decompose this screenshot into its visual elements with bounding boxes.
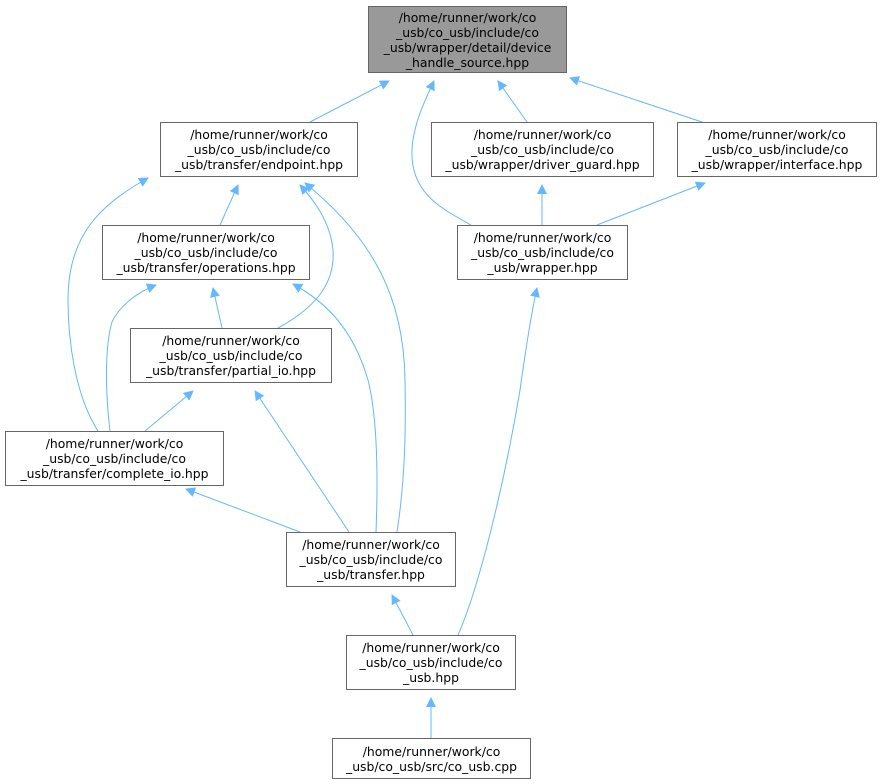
node-transfer-endpoint[interactable]: /home/runner/work/co _usb/co_usb/include… bbox=[160, 122, 358, 177]
node-transfer-complete-io[interactable]: /home/runner/work/co _usb/co_usb/include… bbox=[5, 431, 224, 486]
node-line: /home/runner/work/co bbox=[362, 640, 500, 655]
node-line: _usb/wrapper/driver_guard.hpp bbox=[445, 157, 640, 172]
node-line: _usb/co_usb/include/co bbox=[471, 142, 614, 157]
node-line: _usb/co_usb/src/co_usb.cpp bbox=[346, 758, 517, 774]
edge-transfer-to-complete_io bbox=[185, 487, 301, 533]
node-line: /home/runner/work/co bbox=[398, 9, 537, 25]
node-line: /home/runner/work/co bbox=[473, 230, 612, 245]
node-line: _usb/co_usb/include/co bbox=[159, 348, 303, 363]
node-transfer-operations[interactable]: /home/runner/work/co _usb/co_usb/include… bbox=[102, 225, 310, 280]
node-line: _usb/co_usb/include/co bbox=[359, 655, 503, 670]
edge-partial_io-to-operations bbox=[210, 287, 223, 329]
edge-interface-to-device_handle_source bbox=[569, 76, 703, 123]
node-line: _usb/transfer.hpp bbox=[317, 567, 425, 582]
node-line: _usb/transfer/endpoint.hpp bbox=[174, 157, 344, 172]
node-line: /home/runner/work/co bbox=[708, 127, 846, 142]
edge-complete_io-to-partial_io bbox=[144, 390, 194, 432]
edge-operations-to-endpoint bbox=[219, 184, 239, 226]
edge-wrapper-to-interface bbox=[596, 181, 706, 226]
edge-wrapper-to-device_handle_source bbox=[411, 80, 472, 226]
node-line: _usb/wrapper.hpp bbox=[487, 260, 598, 275]
node-line: /home/runner/work/co bbox=[45, 436, 184, 451]
node-line: _usb/co_usb/include/co bbox=[396, 24, 539, 40]
node-line: _usb/co_usb/include/co bbox=[43, 451, 186, 466]
node-line: _usb/transfer/operations.hpp bbox=[116, 260, 296, 275]
node-transfer[interactable]: /home/runner/work/co _usb/co_usb/include… bbox=[286, 532, 456, 587]
edge-driver_guard-to-device_handle_source bbox=[497, 80, 528, 123]
node-line: _usb.hpp bbox=[403, 670, 459, 685]
node-line: _usb/co_usb/include/co bbox=[471, 245, 614, 260]
node-line: /home/runner/work/co bbox=[162, 333, 300, 348]
node-wrapper-driver-guard[interactable]: /home/runner/work/co _usb/co_usb/include… bbox=[431, 122, 654, 177]
node-wrapper[interactable]: /home/runner/work/co _usb/co_usb/include… bbox=[457, 225, 628, 280]
node-line: _usb/co_usb/include/co bbox=[134, 245, 278, 260]
node-device-handle-source[interactable]: /home/runner/work/co _usb/co_usb/include… bbox=[368, 6, 567, 73]
node-line: _usb/co_usb/include/co bbox=[187, 142, 331, 157]
edge-endpoint-to-device_handle_source bbox=[309, 80, 390, 123]
edge-co_usb_hpp-to-transfer bbox=[391, 594, 414, 636]
node-line: /home/runner/work/co bbox=[137, 230, 275, 245]
edge-complete_io-to-operations bbox=[105, 283, 157, 432]
node-line: _usb/wrapper/interface.hpp bbox=[691, 157, 863, 172]
node-line: /home/runner/work/co bbox=[362, 743, 501, 759]
node-line: _usb/wrapper/detail/device bbox=[383, 39, 552, 55]
edge-complete_io-to-endpoint bbox=[67, 177, 149, 432]
edge-transfer-to-partial_io bbox=[254, 390, 350, 533]
edge-transfer-to-endpoint bbox=[304, 182, 406, 533]
node-line: _handle_source.hpp bbox=[405, 54, 530, 70]
node-line: _usb/co_usb/include/co bbox=[299, 552, 443, 567]
edge-partial_io-to-endpoint bbox=[277, 184, 334, 329]
node-line: /home/runner/work/co bbox=[190, 127, 328, 142]
node-co-usb-hpp[interactable]: /home/runner/work/co _usb/co_usb/include… bbox=[346, 635, 516, 690]
node-line: _usb/transfer/complete_io.hpp bbox=[20, 466, 209, 481]
node-line: /home/runner/work/co bbox=[473, 127, 612, 142]
node-line: _usb/transfer/partial_io.hpp bbox=[145, 363, 317, 378]
node-line: /home/runner/work/co bbox=[302, 537, 440, 552]
node-line: _usb/co_usb/include/co bbox=[705, 142, 849, 157]
node-wrapper-interface[interactable]: /home/runner/work/co _usb/co_usb/include… bbox=[677, 122, 877, 177]
node-co-usb-cpp[interactable]: /home/runner/work/co _usb/co_usb/src/co_… bbox=[332, 738, 531, 779]
node-transfer-partial-io[interactable]: /home/runner/work/co _usb/co_usb/include… bbox=[130, 328, 332, 383]
edge-transfer-to-operations bbox=[292, 283, 378, 533]
edge-co_usb_hpp-to-wrapper bbox=[457, 287, 540, 636]
